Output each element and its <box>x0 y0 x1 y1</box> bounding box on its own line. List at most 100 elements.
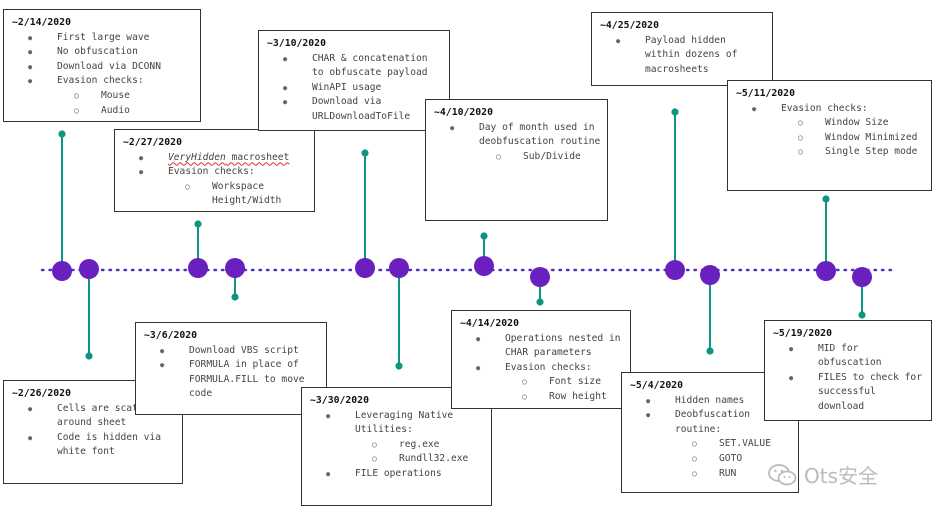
event-bullet-item: No obfuscation <box>12 45 194 60</box>
bullet-text: Audio <box>101 104 130 116</box>
bullet-text: Rundll32.exe <box>399 453 469 465</box>
bullet-text: Evasion checks: <box>505 361 592 373</box>
event-bullet-item: Row height <box>460 390 624 405</box>
event-bullet-item: Evasion checks: <box>12 74 194 89</box>
bullet-text: Row height <box>549 390 607 402</box>
connector-end-dot-b4 <box>480 232 488 240</box>
event-box-b10: ~4/14/2020Operations nested in CHAR para… <box>451 310 631 409</box>
event-date: ~3/10/2020 <box>267 38 326 49</box>
watermark-text: Ots安全 <box>804 464 879 488</box>
event-bullet-item: Leveraging Native Utilities: <box>310 409 485 438</box>
event-box-b6: ~5/11/2020Evasion checks: Window SizeWind… <box>727 80 932 191</box>
event-date: ~3/30/2020 <box>310 395 369 406</box>
event-date: ~5/19/2020 <box>773 328 832 339</box>
event-bullet-list: Leveraging Native Utilities: reg.exeRundl… <box>310 409 485 482</box>
timeline-node-b4 <box>474 256 494 276</box>
event-bullet-item: Window Minimized <box>736 131 925 146</box>
bullet-text: Cells are scattered around sheet <box>57 402 167 429</box>
timeline-node-b9 <box>389 258 409 278</box>
bullet-text: Window Minimized <box>825 131 918 143</box>
event-date: ~3/6/2020 <box>144 330 198 341</box>
watermark: Ots安全 <box>768 460 878 489</box>
connector-end-dot-b3 <box>361 149 369 157</box>
event-bullet-item: WinAPI usage <box>267 81 443 96</box>
event-date: ~4/10/2020 <box>434 107 493 118</box>
event-bullet-item: FILE operations <box>310 467 485 482</box>
timeline-node-b11 <box>700 265 720 285</box>
event-bullet-item: Download via DCONN <box>12 60 194 75</box>
event-bullet-item: Sub/Divide <box>434 150 601 165</box>
event-bullet-item: Day of month used in deobfuscation routi… <box>434 121 601 150</box>
bullet-text: FORMULA in place of FORMULA.FILL to move… <box>189 359 305 400</box>
event-bullet-list: First large wave No obfuscationDownload v… <box>12 31 194 119</box>
bullet-text: Hidden names <box>675 394 745 406</box>
event-bullet-item: Download VBS script <box>144 344 320 359</box>
event-box-b2: ~2/27/2020VeryHidden macrosheetEvasion c… <box>114 129 315 212</box>
timeline-node-b3 <box>355 258 375 278</box>
bullet-text: FILES to check for successful download <box>818 371 922 412</box>
bullet-text: FILE operations <box>355 467 442 479</box>
bullet-text: Workspace Height/Width <box>212 180 282 207</box>
event-box-b3: ~3/10/2020CHAR & concatenation to obfusc… <box>258 30 450 131</box>
event-bullet-list: Download VBS scriptFORMULA in place of F… <box>144 344 320 402</box>
bullet-text: Download via URLDownloadToFile <box>312 96 411 122</box>
timeline-node-b1 <box>52 261 72 281</box>
event-bullet-item: reg.exe <box>310 438 485 453</box>
connector-end-dot-b9 <box>395 362 403 370</box>
event-bullet-list: Hidden namesDeobfuscation routine:SET.VA… <box>630 394 792 482</box>
bullet-text: Day of month used in deobfuscation routi… <box>479 121 601 148</box>
connector-end-dot-b5 <box>671 108 679 116</box>
timeline-node-b7 <box>79 259 99 279</box>
event-bullet-list: Day of month used in deobfuscation routi… <box>434 121 601 165</box>
bullet-text: Window Size <box>825 117 889 129</box>
event-bullet-list: Payload hidden within dozens of macroshe… <box>600 34 766 78</box>
connector-end-dot-b7 <box>85 352 93 360</box>
event-bullet-item: Workspace Height/Width <box>123 180 308 209</box>
connector-end-dot-b10 <box>536 298 544 306</box>
connector-end-dot-b11 <box>706 347 714 355</box>
event-bullet-item: Hidden names <box>630 394 792 409</box>
bullet-text: Font size <box>549 376 601 388</box>
bullet-text: Single Step mode <box>825 146 918 158</box>
event-date: ~4/25/2020 <box>600 20 659 31</box>
timeline-node-b5 <box>665 260 685 280</box>
event-bullet-list: Cells are scattered around sheetCode is … <box>12 402 176 460</box>
bullet-text: Download via DCONN <box>57 60 161 72</box>
event-bullet-item: FILES to check for successful download <box>773 371 925 415</box>
bullet-text: Evasion checks: <box>168 166 255 178</box>
bullet-text: Evasion checks: <box>57 75 144 87</box>
event-bullet-item: Deobfuscation routine: <box>630 408 792 437</box>
bullet-text: reg.exe <box>399 438 440 450</box>
bullet-text: SET.VALUE <box>719 438 771 450</box>
event-bullet-item: Rundll32.exe <box>310 452 485 467</box>
timeline-node-b6 <box>816 261 836 281</box>
bullet-text: Sub/Divide <box>523 150 581 162</box>
bullet-text: CHAR & concatenation to obfuscate payloa… <box>312 52 428 79</box>
event-bullet-item: VeryHidden macrosheet <box>123 151 308 166</box>
event-bullet-item: Font size <box>460 375 624 390</box>
event-bullet-item: RUN <box>630 467 792 482</box>
event-bullet-item: Mouse <box>12 89 194 104</box>
event-bullet-list: Operations nested in CHAR parametersEvas… <box>460 332 624 405</box>
event-bullet-item: Evasion checks: <box>736 102 925 117</box>
event-date: ~5/11/2020 <box>736 88 795 99</box>
event-bullet-item: Download via URLDownloadToFile <box>267 95 443 124</box>
bullet-text: Code is hidden via white font <box>57 431 161 458</box>
event-bullet-item: Code is hidden via white font <box>12 431 176 460</box>
connector-end-dot-b8 <box>231 293 239 301</box>
event-box-b5: ~4/25/2020Payload hidden within dozens o… <box>591 12 773 86</box>
bullet-text: RUN <box>719 467 737 479</box>
bullet-text: Payload hidden within dozens of macroshe… <box>645 34 738 75</box>
bullet-text: First large wave <box>57 31 150 43</box>
event-bullet-item: Single Step mode <box>736 145 925 160</box>
bullet-text: Leveraging Native Utilities: <box>355 409 454 436</box>
event-date: ~2/26/2020 <box>12 388 71 399</box>
event-bullet-item: Evasion checks: <box>123 165 308 180</box>
event-bullet-item: Payload hidden within dozens of macroshe… <box>600 34 766 78</box>
bullet-text: MID for obfuscation <box>818 342 882 369</box>
bullet-text: Evasion checks: <box>781 102 868 114</box>
connector-end-dot-b2 <box>194 220 202 228</box>
event-bullet-item: Audio <box>12 104 194 119</box>
bullet-text: GOTO <box>719 452 743 464</box>
connector-end-dot-b6 <box>822 195 830 203</box>
